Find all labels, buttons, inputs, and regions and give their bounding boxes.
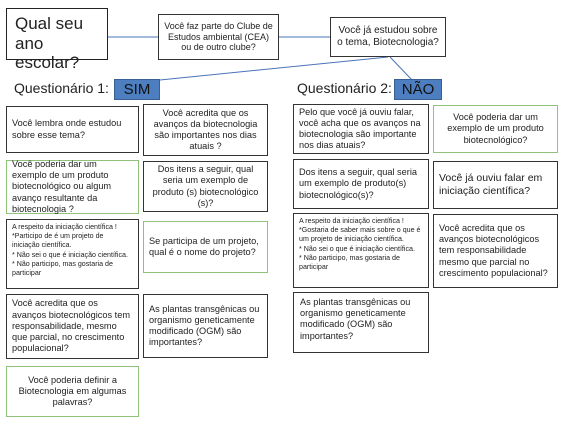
questionnaire-1-tag: SIM: [114, 79, 160, 100]
q1-importance-box: Você acredita que os avanços da biotecno…: [143, 104, 268, 156]
q1-transgenic-text: As plantas transgênicas ou organismo gen…: [149, 303, 260, 348]
q1-example-product-box: Você poderia dar um exemplo de um produt…: [6, 158, 139, 214]
q1-items-box: Dos itens a seguir, qual seria um exempl…: [143, 161, 268, 212]
q2-sci-line-2: *Gostaria de saber mais sobre o que é um…: [299, 226, 421, 244]
connector-studied-sim: [159, 56, 389, 81]
q1-transgenic-box: As plantas transgênicas ou organismo gen…: [143, 294, 268, 358]
q1-population-box: Você acredita que os avanços biotecnológ…: [6, 294, 139, 359]
q2-population-text: Você acredita que os avanços biotecnológ…: [439, 222, 548, 278]
q2-sci-line-4: * Não participo, mas gostaria de partici…: [299, 253, 400, 272]
questionnaire-2-tag: NÃO: [394, 79, 442, 100]
connector-studied-nao: [389, 56, 413, 81]
q1-where-studied-box: Você lembra onde estudou sobre esse tema…: [6, 106, 139, 153]
q2-importance-box: Pelo que você já ouviu falar, você acha …: [293, 104, 429, 154]
school-year-text: Qual seu ano escolar?: [15, 14, 84, 73]
school-year-box: Qual seu ano escolar?: [6, 8, 108, 72]
q2-items-box: Dos itens a seguir, qual seria um exempl…: [293, 159, 429, 209]
q1-define-biotech-box: Você poderia definir a Biotecnologia em …: [6, 366, 139, 417]
club-question-text: Você faz parte do Clube de Estudos ambie…: [164, 20, 273, 53]
q1-importance-text: Você acredita que os avanços da biotecno…: [153, 107, 258, 152]
q2-transgenic-text: As plantas transgênicas ou organismo gen…: [300, 297, 411, 341]
q1-project-name-box: Se participa de um projeto, qual é o nom…: [143, 221, 268, 273]
q2-example-product-text: Você poderia dar um exemplo de um produt…: [447, 112, 544, 145]
q2-sci-line-1: A respeito da iniciação científica !: [299, 217, 404, 225]
q1-define-biotech-text: Você poderia definir a Biotecnologia em …: [18, 374, 127, 408]
q1-items-text: Dos itens a seguir, qual seria um exempl…: [152, 164, 259, 208]
q2-sci-line-3: * Não sei o que é iniciação científica.: [299, 244, 415, 253]
q1-project-name-text: Se participa de um projeto, qual é o nom…: [149, 235, 259, 257]
questionnaire-1-label: Questionário 1:: [14, 80, 109, 96]
q2-heard-scientific-text: Você já ouviu falar em iniciação científ…: [439, 172, 543, 197]
q2-items-text: Dos itens a seguir, qual seria um exempl…: [299, 167, 417, 200]
q1-population-text: Você acredita que os avanços biotecnológ…: [12, 298, 130, 354]
club-question-box: Você faz parte do Clube de Estudos ambie…: [158, 14, 279, 60]
q1-sci-line-2: *Participo de é um projeto de iniciação …: [12, 232, 104, 250]
q1-sci-line-1: A respeito da iniciação científica !: [12, 223, 117, 231]
q2-example-product-box: Você poderia dar um exemplo de um produt…: [433, 105, 558, 153]
q2-scientific-initiation-box: A respeito da iniciação científica ! *Go…: [293, 213, 429, 288]
q2-heard-scientific-box: Você já ouviu falar em iniciação científ…: [433, 161, 558, 209]
studied-question-text: Você já estudou sobre o tema, Biotecnolo…: [337, 24, 439, 48]
studied-question-box: Você já estudou sobre o tema, Biotecnolo…: [330, 17, 446, 57]
q2-importance-text: Pelo que você já ouviu falar, você acha …: [299, 106, 421, 151]
q1-scientific-initiation-box: A respeito da iniciação científica ! *Pa…: [6, 219, 139, 289]
q1-sci-line-3: * Não sei o que é iniciação científica.: [12, 250, 128, 259]
q1-sci-line-4: * Não participo, mas gostaria de partici…: [12, 259, 113, 278]
questionnaire-2-label: Questionário 2:: [297, 80, 392, 96]
q1-where-studied-text: Você lembra onde estudou sobre esse tema…: [12, 118, 122, 140]
q2-transgenic-box: As plantas transgênicas ou organismo gen…: [293, 292, 429, 353]
q1-example-product-text: Você poderia dar um exemplo de um produt…: [12, 158, 112, 214]
q2-population-box: Você acredita que os avanços biotecnológ…: [433, 214, 558, 288]
